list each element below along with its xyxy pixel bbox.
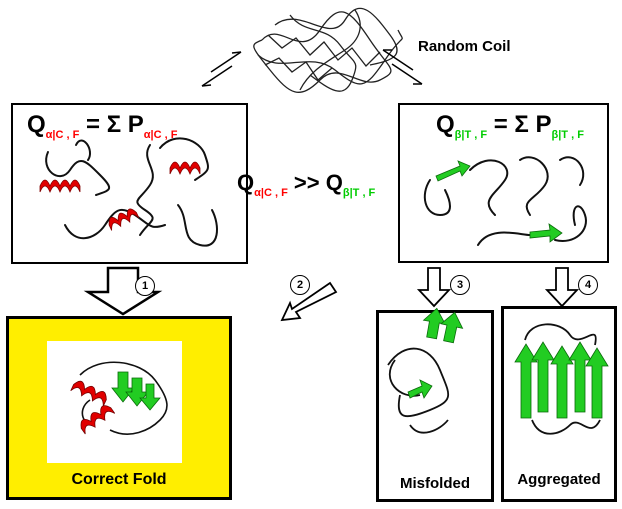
random-coil-label: Random Coil <box>418 38 511 55</box>
pathway-number-2: 2 <box>290 275 310 295</box>
aggregated-label: Aggregated <box>517 471 601 488</box>
relation-formula: Qα|C , F >> Qβ|T , F <box>237 170 376 199</box>
correct-fold-structure-panel <box>47 341 182 463</box>
alpha-ensemble-panel: Qα|C , F = Σ Pα|C , F <box>11 103 248 264</box>
misfolded-box: Misfolded <box>376 310 494 502</box>
pathway-number-4: 4 <box>578 275 598 295</box>
beta-formula: Qβ|T , F = Σ Pβ|T , F <box>436 111 584 141</box>
correct-fold-label: Correct Fold <box>71 471 167 488</box>
correct-fold-box: Correct Fold <box>6 316 232 500</box>
pathway-number-1: 1 <box>135 276 155 296</box>
alpha-formula: Qα|C , F = Σ Pα|C , F <box>27 111 178 141</box>
misfolded-label: Misfolded <box>400 475 470 492</box>
pathway-number-3: 3 <box>450 275 470 295</box>
